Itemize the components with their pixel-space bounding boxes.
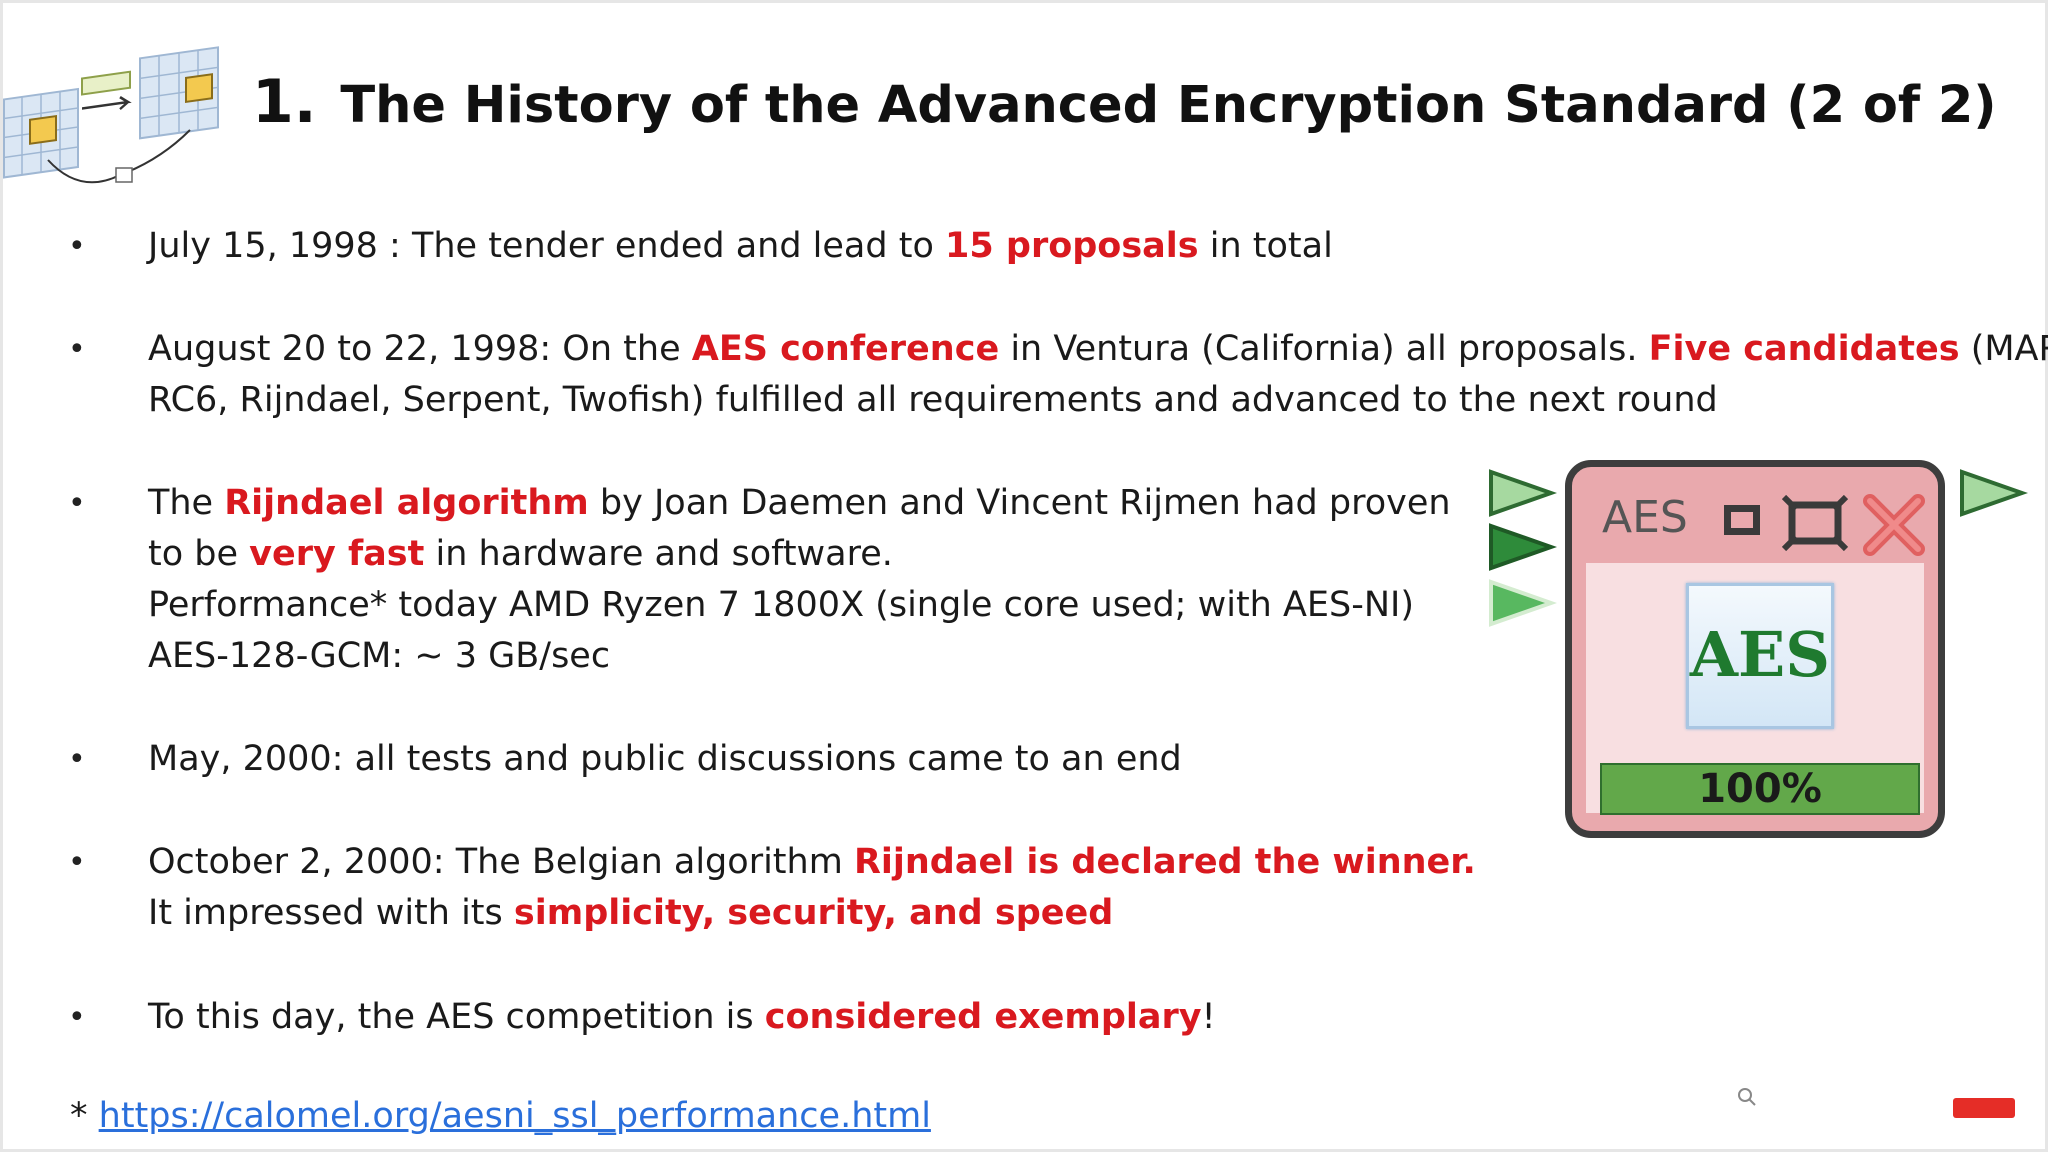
aes-state-matrix-diagram-icon xyxy=(3,46,219,184)
bullet-text: The Rijndael algorithm by Joan Daemen an… xyxy=(148,478,2048,682)
bullet-line: May, 2000: all tests and public discussi… xyxy=(148,734,2048,785)
play-triangle-icon xyxy=(1489,579,1557,627)
text-run: in Ventura (California) all proposals. xyxy=(999,329,1649,369)
text-run: RC6, Rijndael, Serpent, Twofish) fulfill… xyxy=(148,380,1718,420)
bullet-text: July 15, 1998 : The tender ended and lea… xyxy=(148,221,2048,272)
highlight-considered-exemplary: considered exemplary xyxy=(764,997,1202,1037)
bullet-line: Performance* today AMD Ryzen 7 1800X (si… xyxy=(148,580,2048,631)
bullet-line: It impressed with its simplicity, securi… xyxy=(148,888,2048,939)
footnote-link[interactable]: https://calomel.org/aesni_ssl_performanc… xyxy=(98,1096,931,1136)
highlight-rijndael-winner: Rijndael is declared the winner. xyxy=(853,842,1476,882)
highlight-15-proposals: 15 proposals xyxy=(945,226,1199,266)
aes-logo: AES xyxy=(1686,583,1834,729)
play-triangle-icon xyxy=(1489,523,1557,571)
bullet-line: RC6, Rijndael, Serpent, Twofish) fulfill… xyxy=(148,375,2048,426)
text-run: August 20 to 22, 1998: On the xyxy=(148,329,692,369)
text-run: To this day, the AES competition is xyxy=(148,997,765,1037)
minimize-icon xyxy=(1724,505,1760,535)
bullet-text: August 20 to 22, 1998: On the AES confer… xyxy=(148,324,2048,426)
text-run: July 15, 1998 : The tender ended and lea… xyxy=(148,226,945,266)
highlight-simplicity-security-speed: simplicity, security, and speed xyxy=(513,893,1114,933)
text-run: in total xyxy=(1198,226,1333,266)
bullet-symbol: • xyxy=(68,1000,86,1035)
highlight-very-fast: very fast xyxy=(249,534,425,574)
aes-progress-bar: 100% xyxy=(1600,763,1920,815)
bullet-line: The Rijndael algorithm by Joan Daemen an… xyxy=(148,478,2048,529)
text-run: ! xyxy=(1201,997,1216,1037)
bullet-line: July 15, 1998 : The tender ended and lea… xyxy=(148,221,2048,272)
bullet-line: to be very fast in hardware and software… xyxy=(148,529,2048,580)
maximize-icon xyxy=(1782,495,1848,551)
bullet-symbol: • xyxy=(68,332,86,367)
text-run: October 2, 2000: The Belgian algorithm xyxy=(148,842,854,882)
footnote-marker: * xyxy=(70,1096,99,1136)
text-run: (MARS, xyxy=(1970,329,2048,369)
bullet-line: August 20 to 22, 1998: On the AES confer… xyxy=(148,324,2048,375)
highlight-aes-conference: AES conference xyxy=(691,329,1000,369)
play-triangle-icon xyxy=(1960,469,2028,517)
slide-title-number: 1. xyxy=(252,67,317,137)
bullet-text: May, 2000: all tests and public discussi… xyxy=(148,734,2048,785)
highlight-rijndael-algorithm: Rijndael algorithm xyxy=(224,483,589,523)
mouse-cursor-icon xyxy=(1738,1088,1756,1106)
text-run: Performance* today AMD Ryzen 7 1800X (si… xyxy=(148,585,1415,625)
bullet-line: AES-128-GCM: ~ 3 GB/sec xyxy=(148,631,2048,682)
bullet-symbol: • xyxy=(68,742,86,777)
youtube-subscribe-icon[interactable] xyxy=(1953,1098,2015,1118)
play-triangle-icon xyxy=(1489,469,1557,517)
bullet-line: To this day, the AES competition is cons… xyxy=(148,992,2048,1043)
bullet-text: October 2, 2000: The Belgian algorithm R… xyxy=(148,837,2048,939)
text-run: AES-128-GCM: ~ 3 GB/sec xyxy=(148,636,611,676)
text-run: in hardware and software. xyxy=(424,534,893,574)
text-run: The xyxy=(148,483,225,523)
slide-title-text: The History of the Advanced Encryption S… xyxy=(340,76,1997,135)
bullet-line: October 2, 2000: The Belgian algorithm R… xyxy=(148,837,2048,888)
text-run: by Joan Daemen and Vincent Rijmen had pr… xyxy=(588,483,1451,523)
aes-window-graphic: AES AES 100% xyxy=(1565,460,1945,838)
aes-logo-text: AES xyxy=(1689,618,1831,691)
slide-title: 1. The History of the Advanced Encryptio… xyxy=(252,62,2032,146)
bullet-symbol: • xyxy=(68,229,86,264)
aes-progress-label: 100% xyxy=(1698,766,1822,812)
bullet-symbol: • xyxy=(68,845,86,880)
aes-window-title: AES xyxy=(1602,492,1688,543)
bullet-text: To this day, the AES competition is cons… xyxy=(148,992,2048,1043)
aes-progress-fill xyxy=(1602,765,1918,813)
text-run: It impressed with its xyxy=(148,893,514,933)
text-run: May, 2000: all tests and public discussi… xyxy=(148,739,1182,779)
highlight-five-candidates: Five candidates xyxy=(1648,329,1960,369)
footnote: * https://calomel.org/aesni_ssl_performa… xyxy=(70,1091,931,1141)
text-run: to be xyxy=(148,534,250,574)
close-x-icon xyxy=(1863,494,1925,556)
aes-window-body: AES 100% xyxy=(1586,563,1924,815)
aes-window-titlebar: AES xyxy=(1572,467,1938,563)
bullet-symbol: • xyxy=(68,486,86,521)
